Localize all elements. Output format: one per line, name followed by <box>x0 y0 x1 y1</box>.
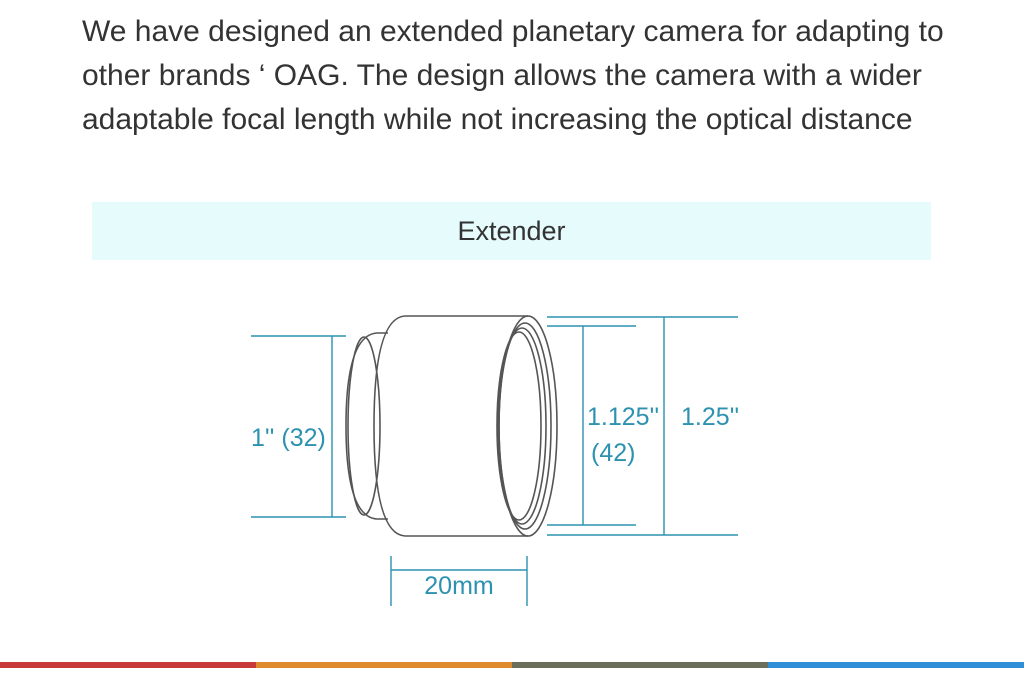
tube-right-thread-2 <box>497 327 547 525</box>
footer-color-stripe <box>0 662 1024 668</box>
stripe-orange <box>256 662 512 668</box>
label-thread-diameter-line2: (42) <box>591 439 635 467</box>
dimension-lines <box>251 316 738 606</box>
stripe-olive <box>512 662 768 668</box>
stripe-red <box>0 662 256 668</box>
label-small-diameter: 1'' (32) <box>251 424 326 452</box>
intro-line-1: We have designed an extended planetary c… <box>82 15 944 48</box>
banner-title: Extender <box>457 215 566 246</box>
label-length: 20mm <box>424 572 493 600</box>
tube-right-thread-3 <box>496 331 542 521</box>
tube-left-face <box>347 336 381 516</box>
intro-line-2: other brands ‘ OAG. The design allows th… <box>82 59 922 92</box>
intro-text: We have designed an extended planetary c… <box>82 10 982 142</box>
label-thread-diameter-line1: 1.125'' <box>587 403 659 431</box>
stripe-blue <box>768 662 1024 668</box>
label-outer-diameter: 1.25'' <box>681 403 739 431</box>
extender-tube <box>345 315 558 537</box>
intro-line-3: adaptable focal length while not increas… <box>82 103 913 136</box>
tube-body <box>373 315 528 537</box>
tube-right-thread-1 <box>498 322 552 530</box>
section-banner: Extender <box>92 202 931 260</box>
tube-front-lip <box>345 332 388 520</box>
